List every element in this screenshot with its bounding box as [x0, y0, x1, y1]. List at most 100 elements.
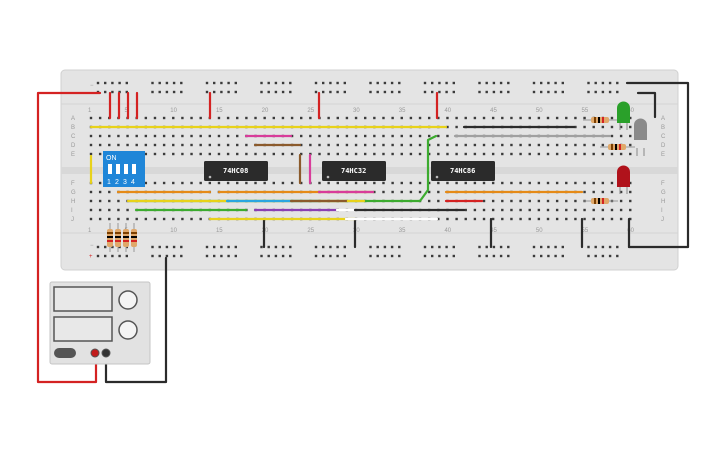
- hole: [226, 152, 230, 156]
- hole: [383, 81, 387, 85]
- hole: [263, 116, 266, 120]
- hole: [452, 81, 455, 85]
- hole: [554, 254, 557, 258]
- chip-74hc86[interactable]: 74HC86: [431, 161, 495, 181]
- hole: [391, 190, 394, 194]
- hole: [587, 90, 590, 94]
- resistor-led-1[interactable]: [583, 117, 618, 123]
- hole: [135, 134, 138, 138]
- hole: [162, 143, 166, 147]
- hole: [501, 143, 504, 147]
- resistor-group-left[interactable]: [107, 223, 137, 252]
- hole: [98, 134, 102, 138]
- hole: [118, 90, 121, 94]
- hole: [354, 143, 358, 147]
- hole: [364, 143, 367, 147]
- column-number: 1: [88, 108, 92, 114]
- hole: [126, 208, 129, 212]
- hole: [98, 199, 102, 203]
- hole: [485, 90, 488, 94]
- hole: [373, 190, 376, 194]
- hole: [532, 90, 536, 94]
- led-gray[interactable]: [634, 118, 647, 156]
- hole: [574, 125, 577, 129]
- chip-label: 74HC32: [341, 167, 366, 175]
- hole: [318, 152, 321, 156]
- hole: [391, 134, 394, 138]
- hole: [519, 208, 522, 212]
- hole: [382, 116, 385, 120]
- column-number: 25: [307, 108, 314, 114]
- hole: [455, 181, 458, 185]
- hole: [220, 90, 223, 94]
- dip-on-label: ON: [106, 155, 117, 162]
- hole: [519, 199, 522, 203]
- hole: [574, 199, 577, 203]
- hole: [418, 134, 422, 138]
- hole: [583, 181, 586, 185]
- hole: [546, 143, 550, 147]
- hole: [629, 134, 632, 138]
- hole: [108, 143, 111, 147]
- hole: [180, 254, 183, 258]
- row-letter: G: [71, 190, 76, 196]
- hole: [245, 116, 248, 120]
- hole: [398, 254, 401, 258]
- hole: [354, 152, 358, 156]
- resistor: [131, 223, 137, 252]
- hole: [227, 245, 230, 249]
- hole: [217, 116, 221, 120]
- hole: [507, 90, 510, 94]
- hole: [158, 81, 161, 85]
- hole: [118, 81, 121, 85]
- hole: [528, 143, 531, 147]
- hole: [104, 81, 107, 85]
- hole: [446, 152, 449, 156]
- hole: [492, 245, 496, 249]
- dip-switch[interactable]: ON 1 2 3 4: [103, 151, 145, 187]
- hole: [427, 143, 431, 147]
- hole: [354, 134, 358, 138]
- resistor: [115, 223, 121, 252]
- hole: [135, 143, 138, 147]
- hole: [108, 208, 111, 212]
- column-number: 30: [353, 108, 360, 114]
- hole: [373, 134, 376, 138]
- hole: [180, 81, 183, 85]
- hole: [464, 217, 467, 221]
- hole: [455, 152, 458, 156]
- hole: [314, 90, 318, 94]
- hole: [507, 254, 510, 258]
- resistor-led-3[interactable]: [583, 198, 618, 204]
- hole: [583, 152, 586, 156]
- hole: [111, 245, 114, 249]
- row-letter: E: [661, 152, 665, 158]
- hole: [546, 152, 550, 156]
- hole: [398, 90, 401, 94]
- hole: [464, 208, 467, 212]
- column-number: 60: [627, 108, 634, 114]
- row-letter: J: [71, 217, 74, 223]
- hole: [427, 152, 431, 156]
- led-green[interactable]: [617, 101, 630, 131]
- hole: [281, 254, 285, 258]
- led-red[interactable]: [617, 165, 630, 194]
- chip-74hc32[interactable]: 74HC32: [322, 161, 386, 181]
- resistor-led-2[interactable]: [600, 144, 635, 150]
- chip-74hc08[interactable]: 74HC08: [204, 161, 268, 181]
- hole: [180, 90, 183, 94]
- hole: [565, 143, 568, 147]
- hole: [583, 116, 586, 120]
- power-supply[interactable]: [49, 281, 151, 365]
- column-number: 50: [536, 228, 543, 234]
- hole: [455, 125, 458, 129]
- hole: [125, 254, 128, 258]
- hole: [125, 90, 128, 94]
- hole: [314, 81, 318, 85]
- hole: [601, 181, 605, 185]
- hole: [281, 181, 285, 185]
- resistor: [107, 223, 113, 252]
- hole: [619, 208, 623, 212]
- hole: [190, 181, 193, 185]
